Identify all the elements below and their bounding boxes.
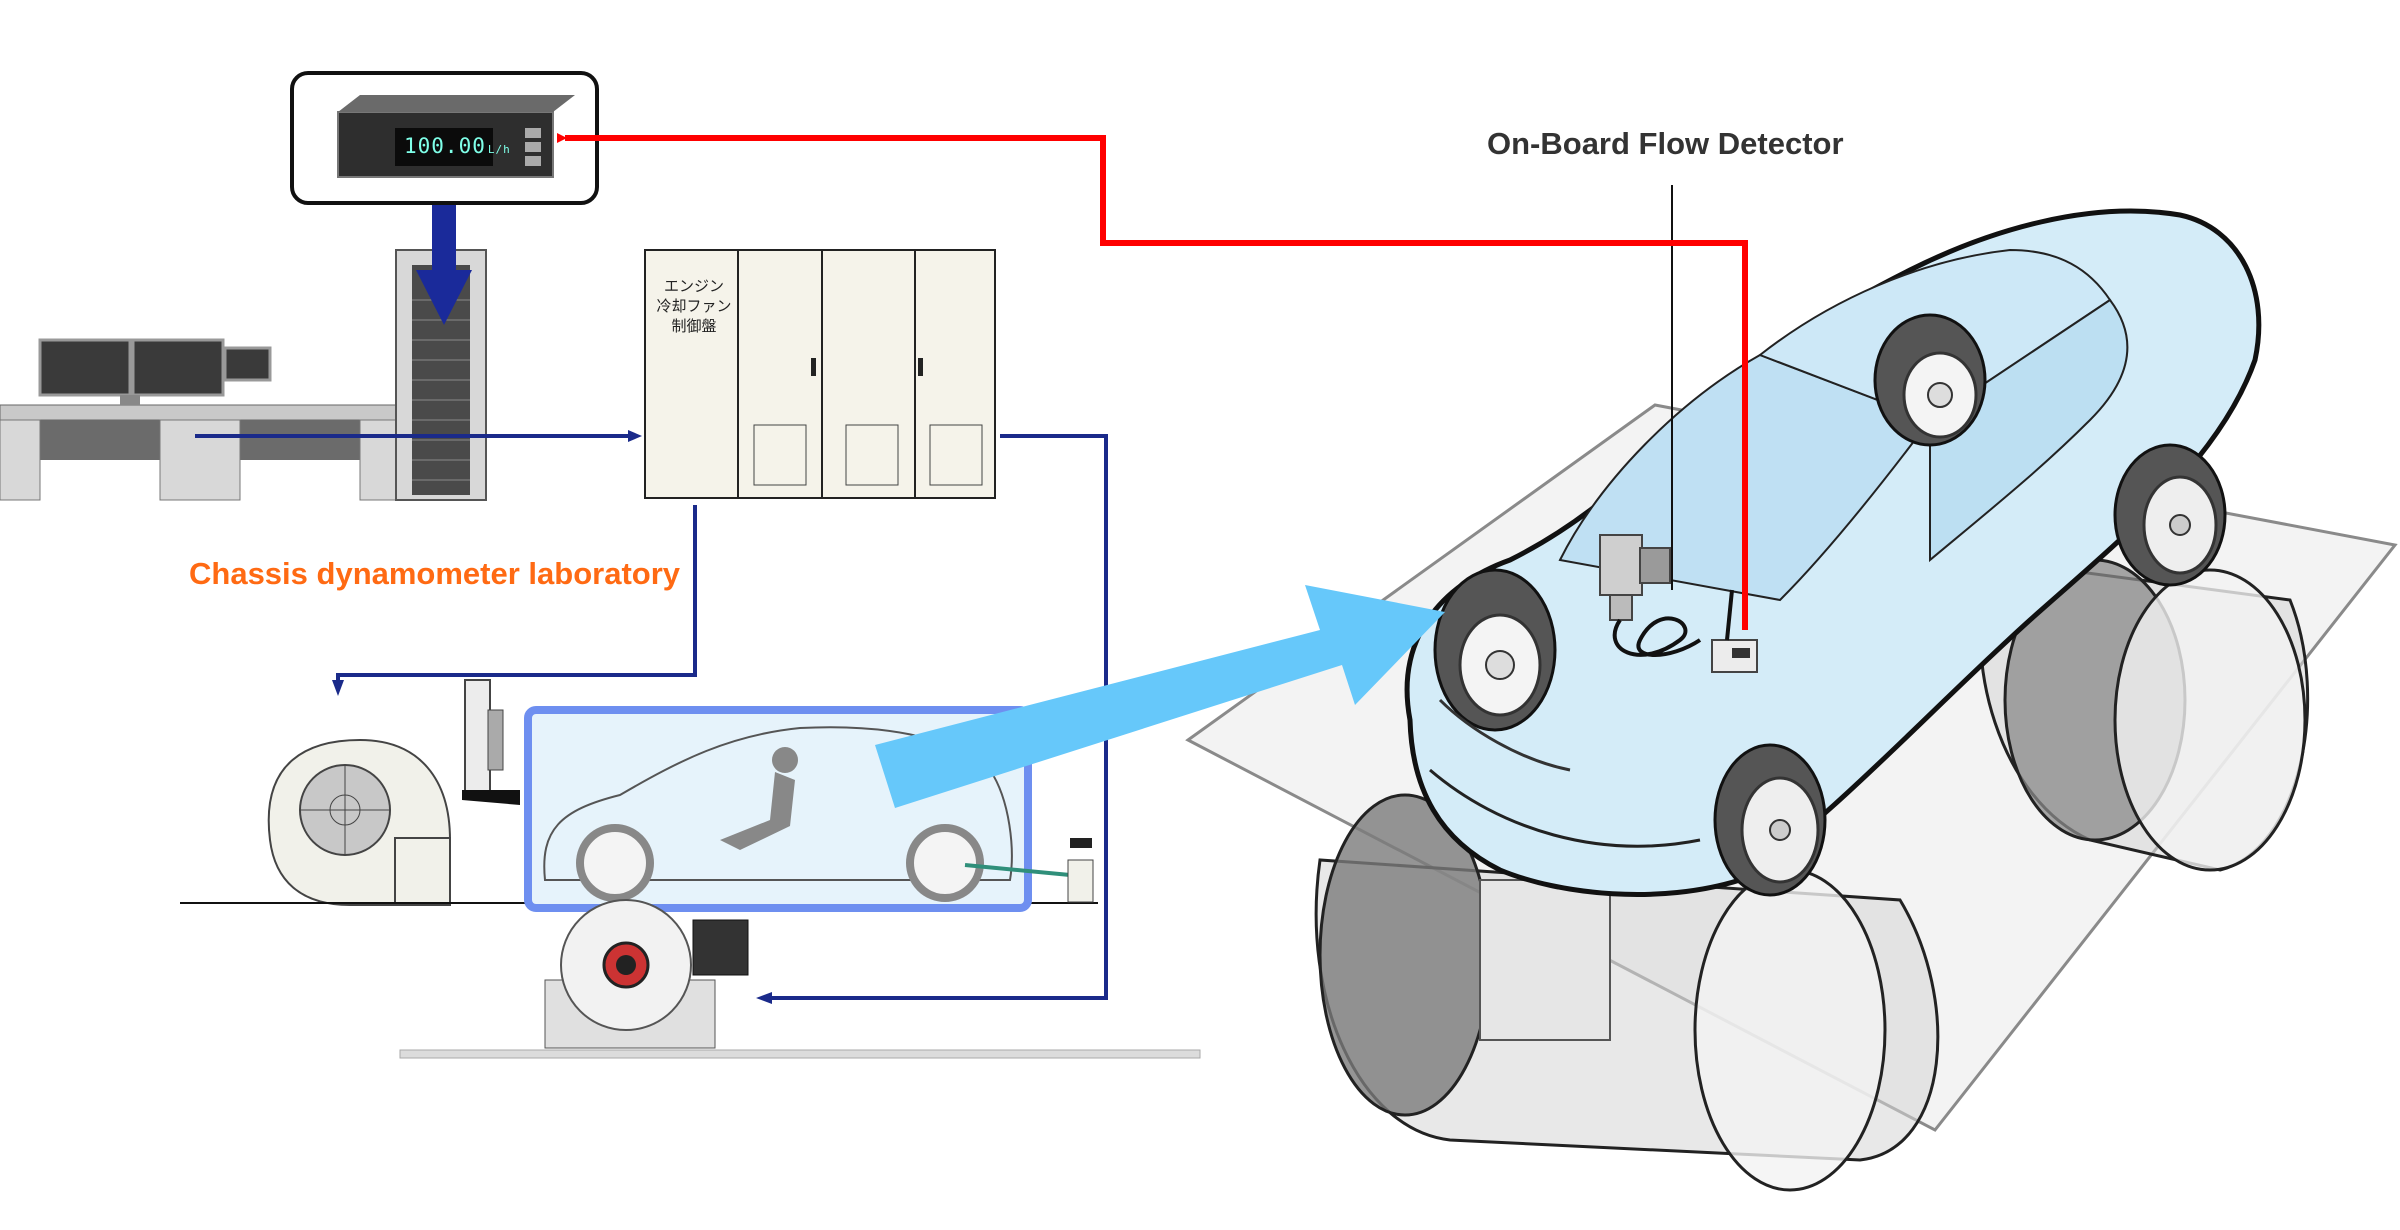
car-wheel [1433, 568, 1557, 732]
car-wheel [2113, 443, 2227, 587]
cooling-fan-icon [267, 738, 451, 906]
control-panel-icon [644, 249, 996, 499]
arrowhead [628, 430, 642, 442]
signal-line [557, 133, 1748, 630]
data-arrow [416, 205, 472, 325]
detector-label: On-Board Flow Detector [1487, 126, 1844, 161]
car-wheel [1873, 313, 1987, 447]
laboratory-label: Chassis dynamometer laboratory [189, 556, 681, 591]
flow-detector-device-icon [1599, 534, 1758, 673]
zoom-arrow [875, 585, 1445, 808]
flow-value: 100.00 [404, 134, 486, 158]
driver-aid-stand [462, 679, 520, 805]
arrowhead [332, 680, 344, 696]
control-panel-label: エンジン 冷却ファン 制御盤 [656, 277, 732, 335]
flow-unit: L/h [487, 143, 511, 156]
car-wheel [1713, 743, 1827, 897]
workstation-icon [0, 338, 401, 501]
exhaust-sampler-icon [964, 838, 1094, 903]
flow-meter-icon [290, 71, 599, 205]
dynamometer-roller-icon [399, 899, 1201, 1059]
car-3d-icon [1404, 208, 2262, 897]
arrowhead [756, 992, 772, 1004]
